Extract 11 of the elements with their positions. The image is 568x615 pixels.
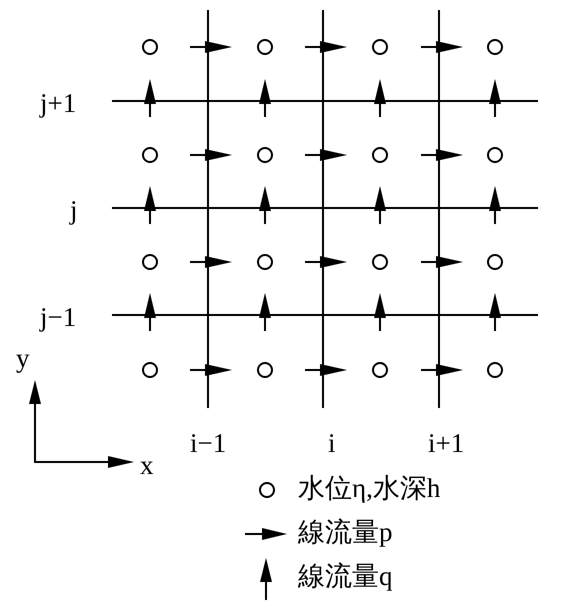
- column-label: i+1: [428, 430, 464, 457]
- row-label: j: [70, 197, 78, 224]
- legend-label: 水位η,水深h: [298, 475, 440, 502]
- legend-label: 線流量p: [298, 519, 392, 546]
- legend-label: 線流量q: [298, 563, 392, 590]
- axis-label: x: [140, 452, 154, 479]
- row-label: j+1: [40, 90, 76, 117]
- row-label: j−1: [40, 304, 76, 331]
- column-label: i−1: [190, 430, 226, 457]
- axis-label: y: [16, 345, 30, 372]
- column-label: i: [328, 430, 336, 457]
